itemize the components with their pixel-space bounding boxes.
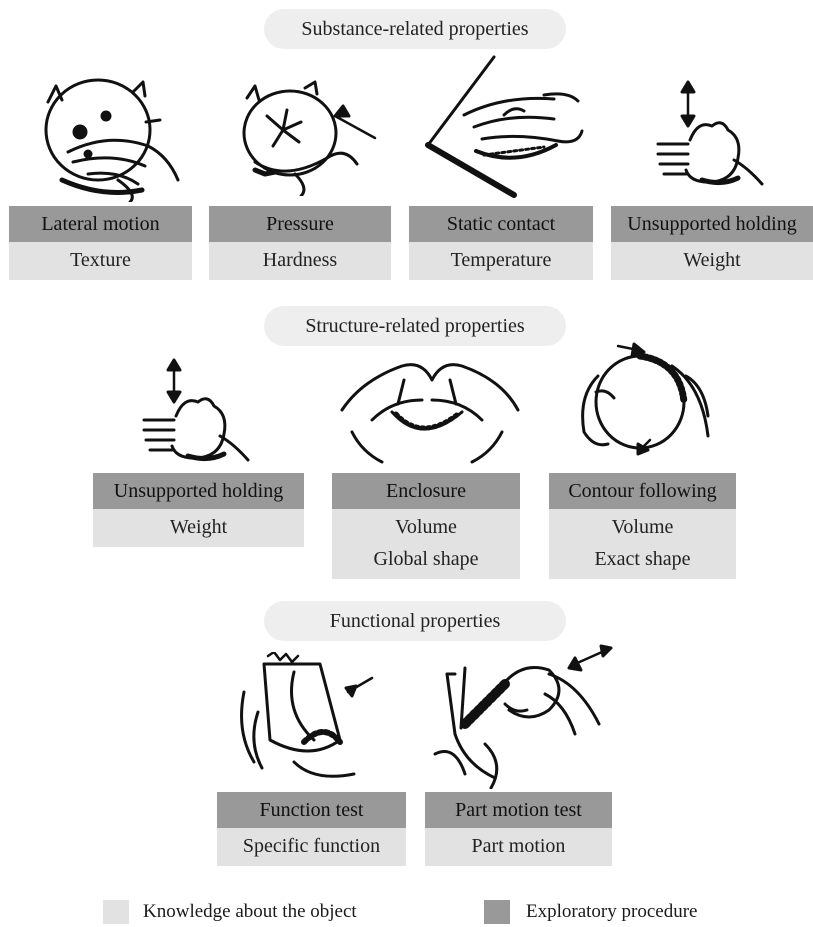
knowledge-box: Texture <box>9 242 192 280</box>
knowledge-item: Temperature <box>409 244 593 276</box>
procedure-label: Lateral motion <box>9 206 192 242</box>
card-enclosure: Enclosure Volume Global shape <box>332 473 520 579</box>
knowledge-box: Weight <box>93 509 304 547</box>
knowledge-item: Volume <box>332 511 520 543</box>
procedure-label: Unsupported holding <box>611 206 813 242</box>
knowledge-item: Volume <box>549 511 736 543</box>
knowledge-box: Weight <box>611 242 813 280</box>
procedure-label: Unsupported holding <box>93 473 304 509</box>
knowledge-box: Temperature <box>409 242 593 280</box>
pressure-hand-icon <box>235 78 385 196</box>
section-title-functional: Functional properties <box>264 601 566 641</box>
unsupported-holding-hand-icon <box>650 80 770 195</box>
knowledge-item: Weight <box>611 244 813 276</box>
card-unsupported-holding-2: Unsupported holding Weight <box>93 473 304 547</box>
legend-knowledge-label: Knowledge about the object <box>143 900 357 924</box>
knowledge-item: Specific function <box>217 830 406 862</box>
card-pressure: Pressure Hardness <box>209 206 391 280</box>
card-static-contact: Static contact Temperature <box>409 206 593 280</box>
knowledge-box: Specific function <box>217 828 406 866</box>
knowledge-item: Part motion <box>425 830 612 862</box>
knowledge-item: Weight <box>93 511 304 543</box>
card-lateral-motion: Lateral motion Texture <box>9 206 192 280</box>
part-motion-test-hands-icon <box>425 644 620 789</box>
knowledge-box: Part motion <box>425 828 612 866</box>
section-title-substance: Substance-related properties <box>264 9 566 49</box>
static-contact-hand-icon <box>424 55 589 200</box>
function-test-hands-icon <box>234 652 394 787</box>
card-contour-following: Contour following Volume Exact shape <box>549 473 736 579</box>
card-part-motion-test: Part motion test Part motion <box>425 792 612 866</box>
knowledge-item: Texture <box>9 244 192 276</box>
lateral-motion-hand-icon <box>28 62 188 202</box>
knowledge-item: Hardness <box>209 244 391 276</box>
legend-procedure-swatch <box>484 900 510 924</box>
knowledge-box: Volume Exact shape <box>549 509 736 579</box>
legend-procedure-label: Exploratory procedure <box>526 900 697 924</box>
knowledge-box: Hardness <box>209 242 391 280</box>
knowledge-item: Global shape <box>332 543 520 575</box>
procedure-label: Enclosure <box>332 473 520 509</box>
card-function-test: Function test Specific function <box>217 792 406 866</box>
procedure-label: Contour following <box>549 473 736 509</box>
knowledge-box: Volume Global shape <box>332 509 520 579</box>
procedure-label: Pressure <box>209 206 391 242</box>
contour-following-hands-icon <box>568 336 718 466</box>
unsupported-holding-hand-icon-2 <box>136 356 256 471</box>
knowledge-item: Exact shape <box>549 543 736 575</box>
legend-knowledge-swatch <box>103 900 129 924</box>
procedure-label: Part motion test <box>425 792 612 828</box>
enclosure-hands-icon <box>332 350 522 465</box>
procedure-label: Static contact <box>409 206 593 242</box>
card-unsupported-holding-1: Unsupported holding Weight <box>611 206 813 280</box>
procedure-label: Function test <box>217 792 406 828</box>
section-title-structure: Structure-related properties <box>264 306 566 346</box>
